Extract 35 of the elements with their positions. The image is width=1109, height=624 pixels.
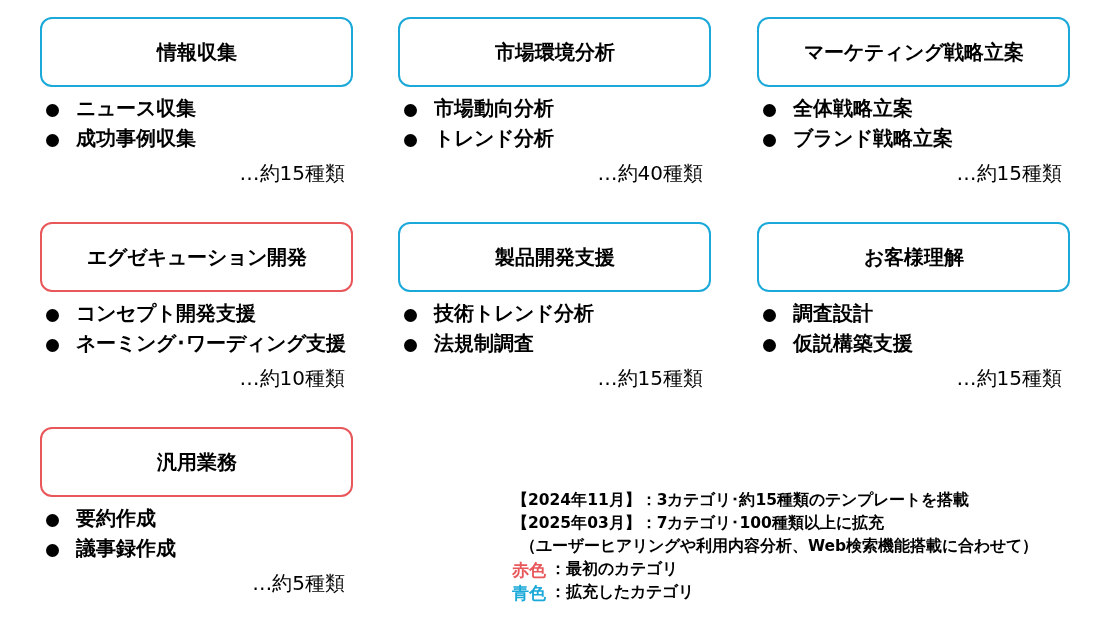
note-text: 【2025年03月】：7カテゴリ･100種類以上に拡充 [512,513,884,534]
count-note: …約15種類 [597,365,703,392]
category-box: マーケティング戦略立案 [757,17,1070,87]
list-item: 議事録作成 [76,535,176,562]
list-item: 市場動向分析 [434,95,554,122]
count-note: …約15種類 [956,365,1062,392]
list-item: 調査設計 [793,300,873,327]
count-note: …約10種類 [239,365,345,392]
list-item: ニュース収集 [76,95,196,122]
count-note: …約15種類 [956,160,1062,187]
list-item: コンセプト開発支援 [76,300,256,327]
list-item: 仮説構築支援 [793,330,913,357]
count-note: …約5種類 [252,570,345,597]
list-item: 技術トレンド分析 [434,300,594,327]
note-text: 【2024年11月】：3カテゴリ･約15種類のテンプレートを搭載 [512,490,970,511]
list-item: トレンド分析 [434,125,554,152]
category-box: 汎用業務 [40,427,353,497]
category-box: お客様理解 [757,222,1070,292]
category-box: エグゼキューション開発 [40,222,353,292]
legend-key: 青色 [512,582,546,605]
note-text: （ユーザーヒアリングや利用内容分析、Web検索機能搭載に合わせて） [520,536,1039,557]
list-item: 法規制調査 [434,330,534,357]
legend-text: ：拡充したカテゴリ [550,582,694,603]
legend-key: 赤色 [512,559,546,582]
count-note: …約15種類 [239,160,345,187]
list-item: 要約作成 [76,505,156,532]
category-box: 市場環境分析 [398,17,711,87]
count-note: …約40種類 [597,160,703,187]
category-box: 情報収集 [40,17,353,87]
list-item: ネーミング･ワーディング支援 [76,330,346,357]
list-item: 成功事例収集 [76,125,196,152]
category-box: 製品開発支援 [398,222,711,292]
legend-text: ：最初のカテゴリ [550,559,678,580]
list-item: ブランド戦略立案 [793,125,953,152]
list-item: 全体戦略立案 [793,95,913,122]
